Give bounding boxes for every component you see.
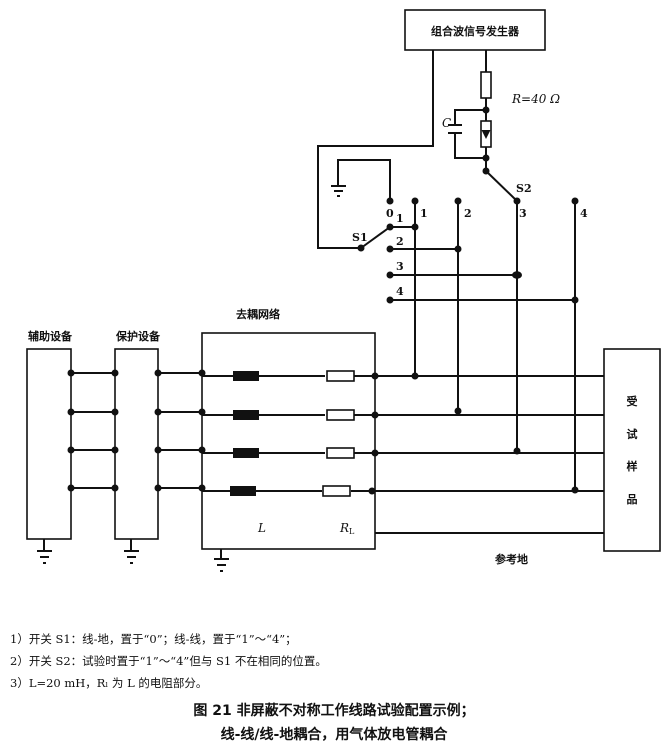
eut-label-2: 试 (627, 427, 638, 441)
s2-label: S2 (516, 182, 532, 195)
s2-pos-4: 4 (580, 207, 588, 220)
eut-label-4: 品 (627, 493, 638, 506)
eut-box (603, 348, 661, 552)
inductor-l3 (233, 448, 259, 458)
circuit-diagram: 组合波信号发生器 C R=40 Ω S2 1 2 3 4 0 S1 (26, 9, 661, 572)
figure-caption-line1: 图 21 非屏蔽不对称工作线路试验配置示例； (193, 703, 475, 719)
generator-box (404, 9, 546, 51)
decoupling-network-label: 去耦网络 (236, 307, 280, 321)
s1-pos-4: 4 (396, 285, 404, 298)
inductor-l2 (233, 410, 259, 420)
line-3 (67, 446, 604, 459)
line-2 (67, 407, 604, 421)
resistor-r (480, 71, 492, 99)
inductor-l4 (230, 486, 256, 496)
resistor-rl2 (326, 409, 355, 421)
resistor-rl3 (326, 447, 355, 459)
s1-switch-arm (360, 226, 391, 249)
s1-label: S1 (352, 231, 368, 244)
capacitor-label: C (442, 116, 451, 130)
decoupling-network-box (201, 332, 376, 550)
figure-caption-line2: 线-线/线-地耦合，用气体放电管耦合 (220, 727, 448, 743)
note-1: 1）开关 S1：线-地，置于“0”；线-线，置于“1”～“4”； (10, 632, 297, 646)
generator-label: 组合波信号发生器 (431, 24, 520, 38)
line-1 (67, 369, 604, 382)
inductor-label: L (257, 521, 266, 535)
eut-label-3: 样 (627, 459, 638, 473)
s2-pos-2: 2 (464, 207, 472, 220)
reference-ground-label: 参考地 (495, 552, 528, 566)
resistor-rl1 (326, 370, 355, 382)
protection-equipment-label: 保护设备 (115, 329, 161, 343)
s1-pos-2: 2 (396, 235, 404, 248)
s1-pos-0: 0 (386, 207, 394, 220)
s1-pos-1: 1 (396, 212, 404, 225)
s2-pos-1: 1 (420, 207, 428, 220)
resistor-label: R=40 Ω (511, 92, 560, 106)
s1-pos-3: 3 (396, 260, 404, 273)
note-2: 2）开关 S2：试验时置于“1”～“4”但与 S1 不在相同的位置。 (10, 654, 327, 668)
aux-equipment-box (26, 348, 72, 540)
eut-label-1: 受 (627, 394, 638, 408)
line-4 (67, 484, 604, 497)
inductor-l1 (233, 371, 259, 381)
resistor-rl4 (322, 485, 351, 497)
note-3: 3）L=20 mH，Rₗ 为 L 的电阻部分。 (10, 676, 208, 690)
protection-equipment-box (114, 348, 159, 540)
aux-equipment-label: 辅助设备 (28, 329, 73, 343)
s2-pos-3: 3 (519, 207, 527, 220)
notes: 1）开关 S1：线-地，置于“0”；线-线，置于“1”～“4”； 2）开关 S2… (10, 628, 327, 694)
resistor-l-label: RL (339, 521, 355, 536)
s2-switch-arm (485, 170, 518, 202)
